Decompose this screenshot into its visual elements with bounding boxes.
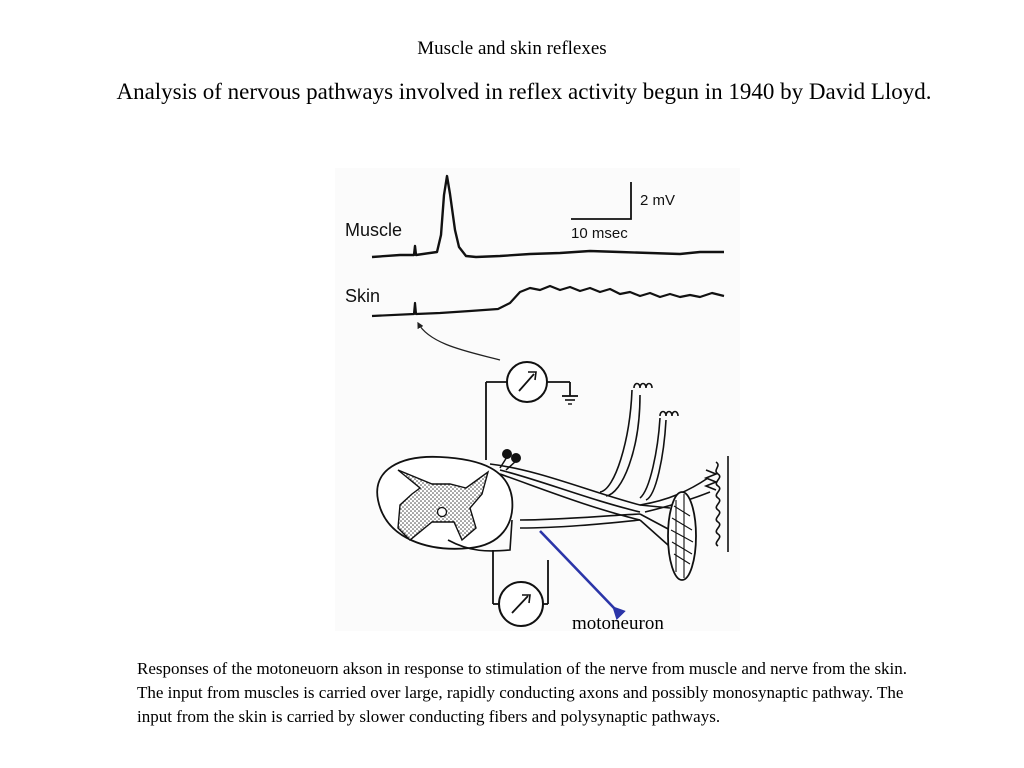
spinal-cord-section — [376, 455, 514, 552]
skin-receptor — [703, 456, 729, 552]
muscle-trace-label: Muscle — [345, 220, 402, 240]
motoneuron-arrow — [539, 530, 626, 621]
voltage-scale-label: 2 mV — [640, 192, 675, 209]
skin-trace — [371, 284, 725, 318]
figure-caption: Responses of the motoneuorn akson in res… — [137, 659, 908, 726]
muscle-spindle-endings — [633, 382, 679, 417]
muscle-trace — [371, 174, 724, 259]
recording-arrow — [417, 321, 501, 361]
time-scale-label: 10 msec — [571, 225, 628, 242]
skin-trace-label: Skin — [345, 286, 380, 306]
slide-title: Muscle and skin reflexes — [417, 38, 607, 59]
motoneuron-label: motoneuron — [572, 613, 664, 634]
slide-subtitle: Analysis of nervous pathways involved in… — [116, 79, 932, 104]
scale-bar — [571, 182, 632, 220]
top-recording-meter — [485, 361, 578, 460]
muscle-belly — [667, 491, 697, 581]
bottom-recording-meter — [492, 550, 549, 627]
